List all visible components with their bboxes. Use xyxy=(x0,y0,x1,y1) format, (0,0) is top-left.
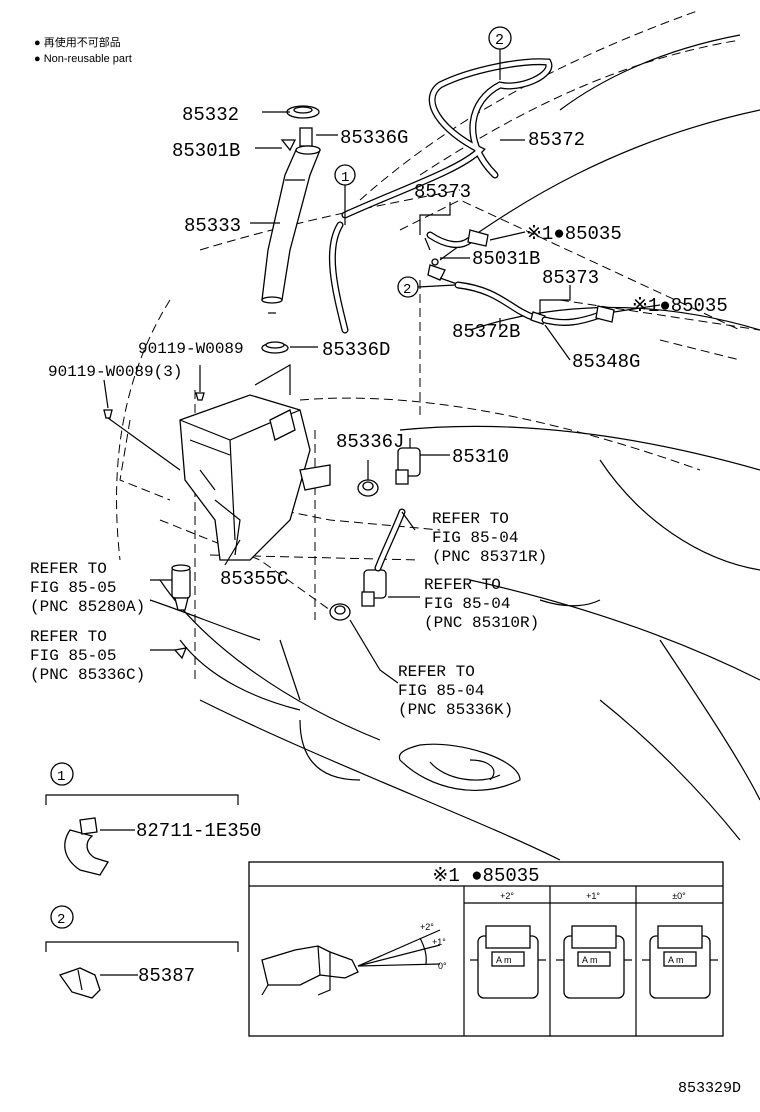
figure-id: 853329D xyxy=(678,1080,741,1097)
inset-col-plus1: +1° xyxy=(586,891,600,901)
angle-zero: 0° xyxy=(438,961,447,971)
label-85387: 85387 xyxy=(138,965,195,987)
ref4-line2: FIG 85-05 xyxy=(30,579,116,597)
legend-english: ● Non-reusable part xyxy=(34,53,132,65)
label-90119-b: 90119-W0089(3) xyxy=(48,363,182,381)
ref2-line2: FIG 85-04 xyxy=(424,595,510,613)
ref5-line2: FIG 85-05 xyxy=(30,647,116,665)
bolt-90119b-icon xyxy=(103,409,113,419)
label-82711-1E350: 82711-1E350 xyxy=(136,820,261,842)
label-85373-b: 85373 xyxy=(542,267,599,289)
clip-82711-icon xyxy=(64,829,109,876)
pump-85310-icon xyxy=(397,447,421,477)
stamp-plus1: A m xyxy=(582,955,598,965)
bolt-85301B-icon xyxy=(280,139,297,152)
label-85332: 85332 xyxy=(182,104,239,126)
hose-85372 xyxy=(328,58,553,334)
ref4-line3: (PNC 85280A) xyxy=(30,598,145,616)
ref1-line3: (PNC 85371R) xyxy=(432,548,547,566)
ref2-line1: REFER TO xyxy=(424,576,501,594)
ref1-line2: FIG 85-04 xyxy=(432,529,518,547)
clip-85336G-icon xyxy=(299,127,313,147)
label-85031B: 85031B xyxy=(472,248,540,270)
legend-japanese: ● 再使用不可部品 xyxy=(34,35,121,49)
label-90119-a: 90119-W0089 xyxy=(138,340,244,358)
callout-2-mid-num: 2 xyxy=(403,282,411,298)
nozzle-side-icon xyxy=(261,945,359,986)
bolt-90119a-icon xyxy=(195,392,205,401)
reservoir-tank xyxy=(179,363,331,561)
label-85348G: 85348G xyxy=(572,351,640,373)
ref5-line1: REFER TO xyxy=(30,628,107,646)
inset-col-zero: ±0° xyxy=(672,891,686,901)
label-85310: 85310 xyxy=(452,446,509,468)
ref3-line2: FIG 85-04 xyxy=(398,682,484,700)
label-85336D: 85336D xyxy=(322,339,390,361)
angle-plus2: +2° xyxy=(420,922,434,932)
nozzle-top-zero: A m xyxy=(642,925,718,999)
label-85035-b: ※1●85035 xyxy=(632,295,728,317)
inset-title: ※1 ●85035 xyxy=(432,865,539,887)
ref3-line3: (PNC 85336K) xyxy=(398,701,513,719)
subpart-1: 1 82711-1E350 xyxy=(45,762,261,876)
stamp-plus2: A m xyxy=(496,955,512,965)
pump-85310 xyxy=(357,438,421,497)
subpart-2-callout-num: 2 xyxy=(57,912,65,928)
pump-85310R xyxy=(329,508,406,621)
label-85035-a: ※1●85035 xyxy=(526,223,622,245)
label-85336J: 85336J xyxy=(336,431,404,453)
nozzle-85035a-icon xyxy=(467,229,489,247)
label-85333: 85333 xyxy=(184,215,241,237)
subpart-2-callout xyxy=(50,905,74,929)
leader-lines xyxy=(103,111,661,684)
ref3-line1: REFER TO xyxy=(398,663,475,681)
stamp-zero: A m xyxy=(668,955,684,965)
label-85373-a: 85373 xyxy=(414,181,471,203)
nozzle-top-plus2: A m xyxy=(470,925,546,999)
angle-plus1: +1° xyxy=(432,937,446,947)
label-85372: 85372 xyxy=(528,129,585,151)
ref1-line1: REFER TO xyxy=(432,510,509,528)
part-labels: 85332 85301B 85336G 85372 85333 85373 ※1… xyxy=(30,104,728,719)
subpart-2: 2 85387 xyxy=(45,905,239,999)
label-85301B: 85301B xyxy=(172,140,240,162)
nozzle-top-plus1: A m xyxy=(556,925,632,999)
callout-1-num: 1 xyxy=(341,170,349,186)
inset-col-plus2: +2° xyxy=(500,891,514,901)
nozzle-inset-table: ※1 ●85035 +2° +1° ±0° +2° +1° 0° A m A m xyxy=(248,861,724,1037)
label-85372B: 85372B xyxy=(452,321,520,343)
label-85355C: 85355C xyxy=(220,568,288,590)
subpart-1-callout-num: 1 xyxy=(57,769,65,785)
label-85336G: 85336G xyxy=(340,127,408,149)
nozzle-area: 2 xyxy=(397,229,615,326)
ref4-line1: REFER TO xyxy=(30,560,107,578)
ref5-line3: (PNC 85336C) xyxy=(30,666,145,684)
car-body-solid xyxy=(149,34,760,861)
connector-85348G-icon xyxy=(530,311,546,325)
left-pump xyxy=(171,564,191,660)
ref2-line3: (PNC 85310R) xyxy=(424,614,539,632)
nozzle-85035b-icon xyxy=(595,305,615,323)
subpart-1-callout xyxy=(50,762,74,786)
filler-neck xyxy=(261,105,321,314)
connector-85031B-icon xyxy=(427,264,446,281)
callout-2-top-num: 2 xyxy=(495,32,504,49)
